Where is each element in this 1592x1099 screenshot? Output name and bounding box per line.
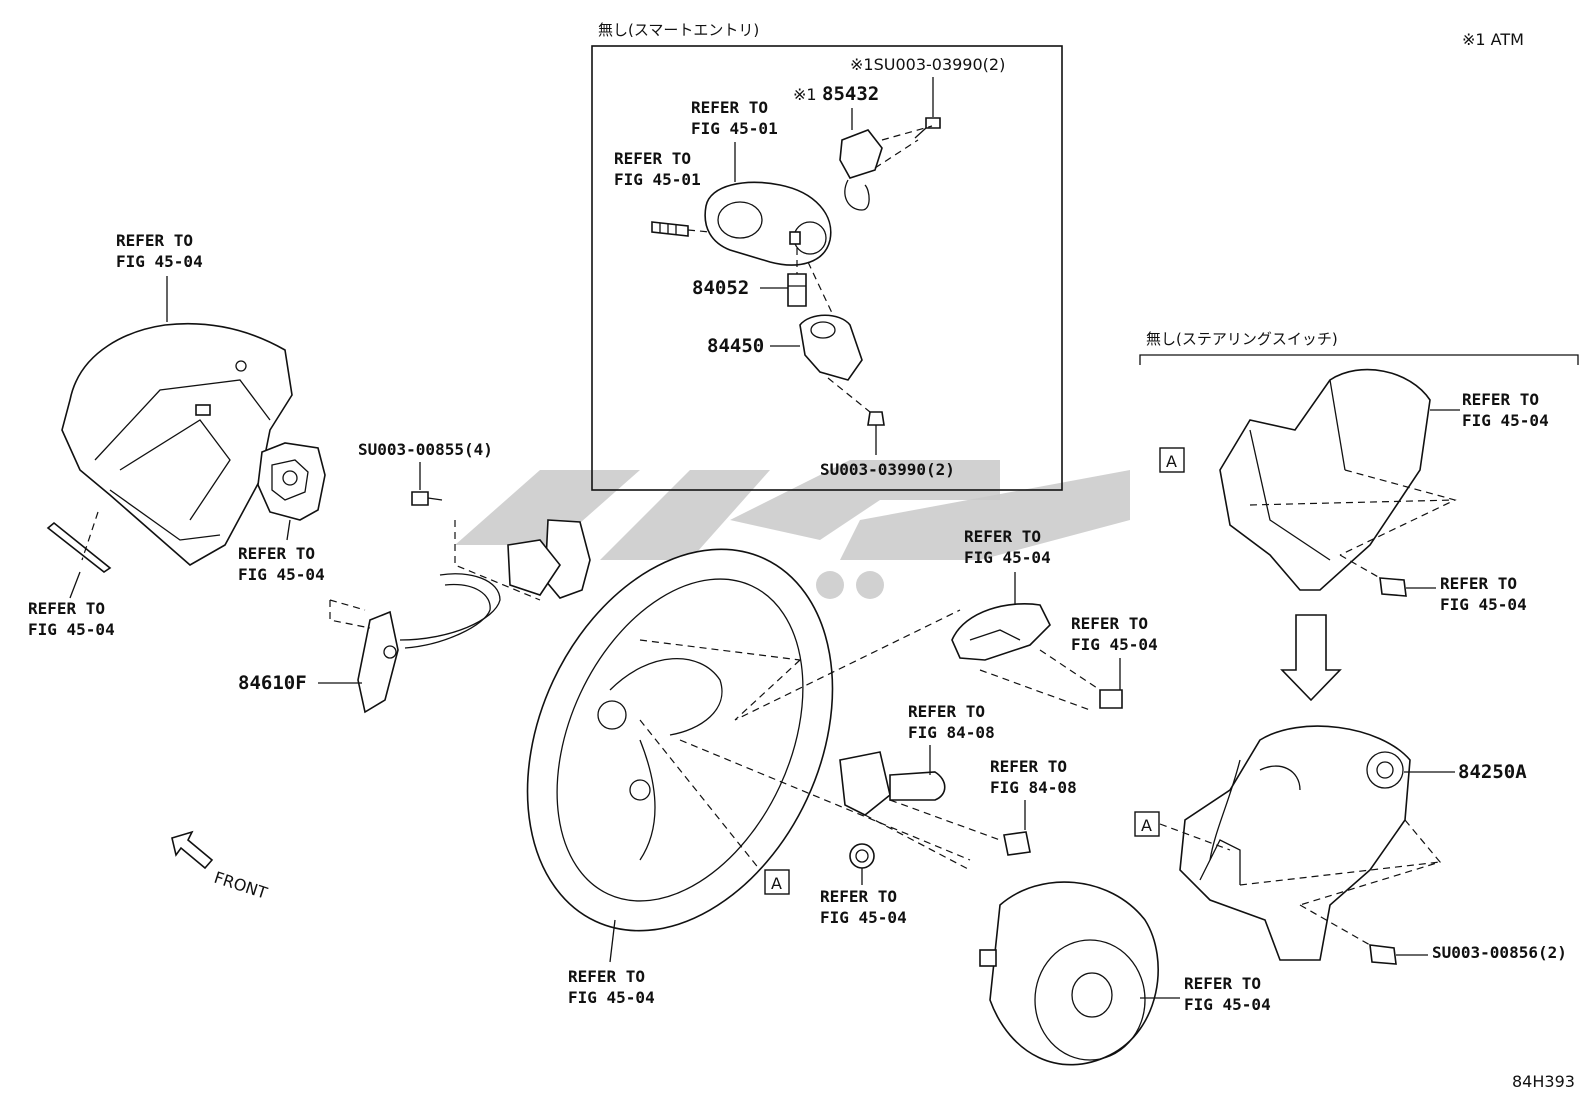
ref-cruise-screw-a: REFER TO <box>990 757 1067 776</box>
clip-part <box>46 521 112 573</box>
smart-entry-group-box <box>591 45 1063 491</box>
ref-airbag-b: FIG 45-04 <box>1184 995 1271 1014</box>
figure-code: 84H393 <box>1512 1072 1575 1091</box>
column-cover-part <box>61 322 293 566</box>
screw-cruise-part <box>1003 831 1031 856</box>
part-number-su003-03990-top: ※1SU003-03990(2) <box>850 55 1005 74</box>
part-number-85432: 85432 <box>822 83 879 105</box>
ref-nut-b: FIG 45-04 <box>820 908 907 927</box>
ref-ignition-a: REFER TO <box>691 98 768 117</box>
pad-switch-part <box>951 602 1051 661</box>
ref-cruise-a: REFER TO <box>908 702 985 721</box>
ref-screw-upper-b: FIG 45-04 <box>1440 595 1527 614</box>
ref-spiral-cable-a: REFER TO <box>238 544 315 563</box>
marker-a-wheel <box>764 869 790 895</box>
ref-screw-pad-a: REFER TO <box>1071 614 1148 633</box>
ref-screw-upper-a: REFER TO <box>1440 574 1517 593</box>
ref-wheel-b: FIG 45-04 <box>568 988 655 1007</box>
ref-column-cover-a: REFER TO <box>116 231 193 250</box>
ignition-housing-part <box>704 181 832 266</box>
ref-ignition-b: FIG 45-01 <box>691 119 778 138</box>
ref-upper-cover-b: FIG 45-04 <box>1462 411 1549 430</box>
screw-upper-part <box>1379 577 1407 597</box>
steering-switch-group-title: 無し(ステアリングスイッチ) <box>1146 330 1338 348</box>
front-label: FRONT <box>212 868 270 903</box>
unlock-warning-switch-part <box>799 314 863 381</box>
ref-wheel-a: REFER TO <box>568 967 645 986</box>
transponder-amplifier-part <box>839 129 883 211</box>
marker-a-lower <box>1134 811 1160 837</box>
ref-lock-b: FIG 45-01 <box>614 170 701 189</box>
ref-screw-pad-b: FIG 45-04 <box>1071 635 1158 654</box>
ref-clip-a: REFER TO <box>28 599 105 618</box>
ref-pad-switch-b: FIG 45-04 <box>964 548 1051 567</box>
screw-pad-part <box>1099 689 1123 709</box>
marker-a-wheel-label: A <box>771 874 782 893</box>
watermark-logo <box>455 460 1130 599</box>
marker-a-upper-label: A <box>1166 452 1177 471</box>
ref-upper-cover-a: REFER TO <box>1462 390 1539 409</box>
screw-top-part <box>914 117 941 139</box>
part-number-su003-00855: SU003-00855(4) <box>358 440 493 459</box>
cruise-control-switch-part <box>839 751 946 816</box>
ref-cruise-b: FIG 84-08 <box>908 723 995 742</box>
key-switch-part <box>787 273 807 307</box>
steering-switch-group-bracket <box>1139 354 1579 365</box>
part-number-84250a: 84250A <box>1458 761 1527 783</box>
marker-a-upper <box>1159 447 1185 473</box>
part-number-84610f: 84610F <box>238 672 307 694</box>
ref-airbag-a: REFER TO <box>1184 974 1261 993</box>
screw-00856-part <box>1369 944 1397 965</box>
part-number-84450: 84450 <box>707 335 764 357</box>
p85432-prefix: ※1 <box>793 85 817 104</box>
ref-clip-b: FIG 45-04 <box>28 620 115 639</box>
part-number-su003-03990-bottom: SU003-03990(2) <box>820 460 955 479</box>
ref-nut-a: REFER TO <box>820 887 897 906</box>
part-number-su003-00856: SU003-00856(2) <box>1432 943 1567 962</box>
marker-a-lower-label: A <box>1141 816 1152 835</box>
nut-part <box>849 843 875 869</box>
front-arrow-icon <box>171 830 214 870</box>
ref-spiral-cable-b: FIG 45-04 <box>238 565 325 584</box>
ref-pad-switch-a: REFER TO <box>964 527 1041 546</box>
part-number-84052: 84052 <box>692 277 749 299</box>
ref-lock-a: REFER TO <box>614 149 691 168</box>
ref-cruise-screw-b: FIG 84-08 <box>990 778 1077 797</box>
screw-00855-part <box>411 491 443 506</box>
ref-column-cover-b: FIG 45-04 <box>116 252 203 271</box>
atm-note: ※1 ATM <box>1462 30 1524 49</box>
bolt-part <box>651 221 689 237</box>
screw-bottom-part <box>867 411 885 426</box>
airbag-part <box>979 881 1159 1066</box>
down-arrow-icon <box>1280 614 1342 702</box>
upper-cover-part <box>1219 368 1431 591</box>
smart-entry-group-title: 無し(スマートエントリ) <box>598 21 759 39</box>
spiral-cable-part <box>257 442 326 521</box>
paddle-shift-switch-part <box>357 519 591 714</box>
lower-cover-part <box>1179 725 1411 961</box>
